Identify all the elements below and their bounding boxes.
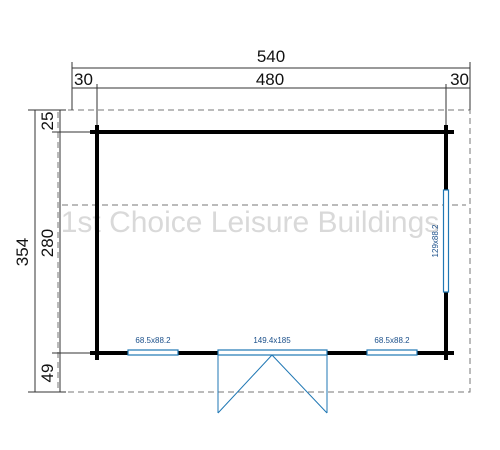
left-dimensions: 354 25 280 49: [13, 109, 100, 393]
door-swing-left: [217, 354, 273, 414]
openings: 68.5x88.2 68.5x88.2 149.4x185 129x88.2: [127, 189, 450, 414]
top-dimensions: 540 30 480 30: [71, 47, 471, 132]
overall-depth-label: 354: [13, 238, 32, 266]
window-side: [442, 189, 450, 293]
window-right: [366, 349, 418, 356]
right-overhang-label: 30: [450, 70, 469, 89]
door-label: 149.4x185: [253, 336, 291, 345]
left-overhang-label: 30: [74, 70, 93, 89]
top-overhang-label: 25: [38, 112, 57, 131]
door-swing: [217, 354, 328, 414]
window-left: [127, 349, 179, 356]
inner-depth-label: 280: [38, 229, 57, 257]
watermark-text: 1st Choice Leisure Buildings: [61, 206, 440, 239]
door-frame: [217, 349, 328, 356]
window-left-label: 68.5x88.2: [135, 336, 171, 345]
door-swing-right: [271, 354, 328, 414]
window-side-label: 129x88.2: [431, 224, 440, 257]
roof-overhang-outline: [57, 109, 471, 393]
walls: [90, 125, 454, 360]
inner-width-label: 480: [256, 70, 284, 89]
overall-width-label: 540: [257, 47, 285, 66]
bottom-overhang-label: 49: [38, 364, 57, 383]
window-right-label: 68.5x88.2: [374, 336, 410, 345]
